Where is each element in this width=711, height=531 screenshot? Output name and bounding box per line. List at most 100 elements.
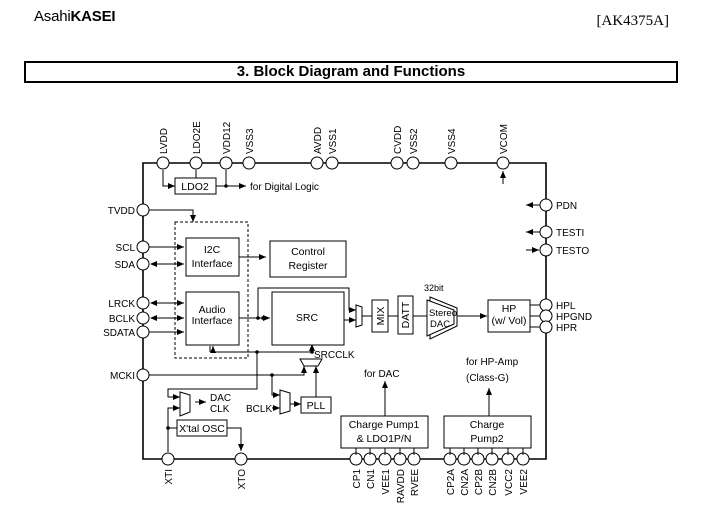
brand-light: Asahi — [34, 8, 71, 25]
cp1-label-2: & LDO1P/N — [357, 433, 412, 445]
audio-label-1: Audio — [199, 304, 226, 316]
pin-label-pdn: PDN — [556, 201, 577, 212]
mix-label: MIX — [375, 307, 387, 326]
junction-dots — [166, 184, 314, 430]
pin-xto-circle — [234, 452, 248, 466]
section-heading-box: 3. Block Diagram and Functions — [24, 61, 678, 83]
pin-label-scl: SCL — [116, 243, 136, 254]
pin-label-lrck: LRCK — [108, 299, 135, 310]
pin-label-cp2b: CP2B — [474, 469, 485, 495]
dac-clk-label-1: DAC — [210, 393, 231, 404]
pin-label-mcki: MCKI — [110, 371, 135, 382]
pin-label-sda: SDA — [114, 260, 135, 271]
datt-block — [397, 295, 414, 335]
pin-vss3-circle — [242, 156, 256, 170]
pin-label-vdd12: VDD12 — [222, 121, 233, 154]
pin-vdd12-circle — [219, 156, 233, 170]
pin-label-cn1: CN1 — [366, 469, 377, 489]
pin-label-avdd: AVDD — [313, 127, 324, 154]
dacclk-mux — [179, 391, 191, 417]
document-id: [AK4375A] — [596, 13, 670, 29]
pin-label-vcom: VCOM — [499, 124, 510, 154]
pin-cvdd-circle — [390, 156, 404, 170]
pin-label-sdata: SDATA — [103, 328, 135, 339]
pin-label-hpr: HPR — [556, 323, 577, 334]
for-dac-label: for DAC — [364, 369, 400, 380]
bit-depth-label: 32bit — [424, 283, 444, 293]
pin-label-vss4: VSS4 — [447, 128, 458, 154]
src-label: SRC — [296, 312, 319, 324]
srcclk-label: SRCCLK — [314, 350, 355, 361]
pin-sda-circle — [136, 257, 150, 271]
left-pin-group: TVDD SCL SDA LRCK BCLK SDATA MCKI — [103, 203, 150, 382]
pin-hpl-circle — [539, 298, 553, 312]
mix-block — [371, 299, 389, 333]
pin-label-xto: XTO — [237, 469, 248, 490]
i2c-interface-block — [185, 237, 240, 277]
pin-testi-circle — [539, 225, 553, 239]
pin-label-cvdd: CVDD — [393, 126, 404, 154]
digital-logic-label: for Digital Logic — [250, 182, 319, 193]
i2c-label-2: Interface — [192, 258, 233, 270]
ldo2-label: LDO2 — [181, 181, 209, 193]
stereo-dac-block — [426, 299, 455, 337]
pin-label-cn2a: CN2A — [460, 469, 471, 496]
pin-bclk-circle — [136, 311, 150, 325]
dac-clk-label-2: CLK — [210, 404, 230, 415]
pll-mux — [279, 389, 291, 415]
audio-label-2: Interface — [192, 315, 233, 327]
pin-label-vcc2: VCC2 — [504, 469, 515, 496]
pin-label-cp1: CP1 — [352, 469, 363, 489]
control-label-2: Register — [288, 260, 328, 272]
pin-ldo2e-circle — [189, 156, 203, 170]
cp1-label-1: Charge Pump1 — [349, 419, 420, 431]
pin-label-vee2: VEE2 — [519, 469, 530, 495]
hp-label-1: HP — [502, 303, 517, 315]
srcclk-mux — [299, 358, 323, 367]
pin-label-hpl: HPL — [556, 301, 576, 312]
pin-hpgnd-circle — [539, 309, 553, 323]
pin-label-testi: TESTI — [556, 228, 584, 239]
pin-label-bclk: BCLK — [109, 314, 135, 325]
cp2-label-2: Pump2 — [470, 433, 503, 445]
pin-label-cp2a: CP2A — [446, 469, 457, 495]
control-register-block — [269, 240, 347, 278]
dac-label-1: Stereo — [429, 308, 457, 319]
pin-label-vss3: VSS3 — [245, 128, 256, 154]
xtal-label: X'tal OSC — [179, 423, 225, 435]
bclk-input-label: BCLK — [246, 404, 272, 415]
pin-label-cn2b: CN2B — [488, 469, 499, 496]
pin-label-ldo2e: LDO2E — [192, 121, 203, 154]
src-block — [271, 291, 345, 346]
pin-mcki-circle — [136, 368, 150, 382]
pin-label-testo: TESTO — [556, 246, 589, 257]
pin-vss1-circle — [325, 156, 339, 170]
pin-pdn-circle — [539, 198, 553, 212]
audio-interface-block — [185, 291, 240, 346]
pin-label-lvdd: LVDD — [159, 128, 170, 154]
pin-vss2-circle — [406, 156, 420, 170]
pin-hpr-circle — [539, 320, 553, 334]
pin-scl-circle — [136, 240, 150, 254]
wires — [149, 170, 540, 452]
pin-lvdd-circle — [156, 156, 170, 170]
pin-tvdd-circle — [136, 203, 150, 217]
output-mux — [355, 304, 363, 328]
hp-block — [487, 299, 531, 333]
dac-label-2: DAC — [430, 319, 450, 330]
hp-amp-label-2: (Class-G) — [466, 373, 509, 384]
pin-label-xti: XTI — [164, 469, 175, 485]
charge-pump2-block — [443, 415, 532, 449]
pin-xti-circle — [161, 452, 175, 466]
xtal-osc-block — [176, 419, 228, 437]
pin-label-tvdd: TVDD — [108, 206, 135, 217]
hp-label-2: (w/ Vol) — [491, 315, 526, 327]
pin-label-vss1: VSS1 — [328, 128, 339, 154]
pin-testo-circle — [539, 243, 553, 257]
brand-bold: KASEI — [70, 8, 116, 25]
pin-vcom-circle — [496, 156, 510, 170]
